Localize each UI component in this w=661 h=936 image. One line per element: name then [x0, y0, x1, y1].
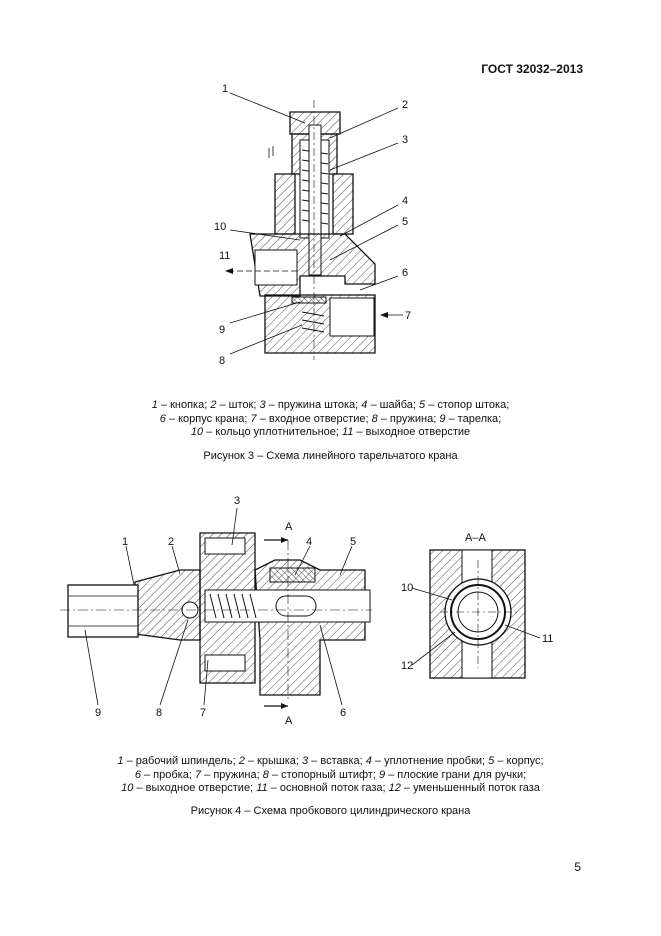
fig4-legend-line-1: 1 – рабочий шпиндель; 2 – крышка; 3 – вс…: [117, 755, 544, 767]
fig4-callout-8: 8: [156, 707, 162, 719]
fig3-legend-line-1: 1 – кнопка; 2 – шток; 3 – пружина штока;…: [151, 399, 510, 411]
fig3-legend-line-3: 10 – кольцо уплотнительное; 11 – выходно…: [190, 426, 471, 438]
fig3-callout-5: 5: [402, 216, 408, 228]
fig4-callout-1: 1: [122, 536, 128, 548]
fig3-callout-11: 11: [219, 250, 230, 262]
fig4-callout-12: 12: [401, 660, 413, 672]
standard-code: ГОСТ 32032–2013: [481, 62, 583, 76]
figure-4-section-drawing: А–А 10 11 12: [401, 532, 553, 679]
fig3-callout-10: 10: [214, 221, 226, 233]
fig3-callout-7: 7: [405, 310, 411, 322]
figure-3-title: Рисунок 3 – Схема линейного тарельчатого…: [203, 450, 458, 462]
fig4-callout-5: 5: [350, 536, 356, 548]
figure-4-drawing: 1 2 3 4 5 6 7 8 9 А А: [60, 495, 372, 727]
fig4-section-mark-top: А: [285, 521, 293, 533]
fig4-callout-2: 2: [168, 536, 174, 548]
fig3-callout-4: 4: [402, 195, 408, 207]
fig4-callout-9: 9: [95, 707, 101, 719]
page-number: 5: [574, 860, 581, 874]
fig3-callout-9: 9: [219, 324, 225, 336]
fig4-section-mark-bottom: А: [285, 715, 293, 727]
figure-4-legend: 1 – рабочий шпиндель; 2 – крышка; 3 – вс…: [0, 755, 661, 796]
fig4-section-title: А–А: [465, 532, 486, 544]
fig4-callout-7: 7: [200, 707, 206, 719]
fig4-callout-6: 6: [340, 707, 346, 719]
figure-4-title: Рисунок 4 – Схема пробкового цилиндричес…: [190, 805, 471, 817]
fig3-callout-8: 8: [219, 355, 225, 367]
fig3-callout-2: 2: [402, 99, 408, 111]
fig4-callout-4: 4: [306, 536, 312, 548]
fig4-legend-line-3: 10 – выходное отверстие; 11 – основной п…: [121, 782, 540, 794]
figure-3-drawing: 1 2 3 4 5 6 7 8 9 10 11: [214, 83, 411, 367]
fig4-callout-3: 3: [234, 495, 240, 507]
figure-3-legend: 1 – кнопка; 2 – шток; 3 – пружина штока;…: [0, 399, 661, 440]
fig3-callout-3: 3: [402, 134, 408, 146]
fig4-callout-10: 10: [401, 582, 413, 594]
fig3-legend-line-2: 6 – корпус крана; 7 – входное отверстие;…: [159, 412, 502, 425]
fig4-callout-11: 11: [542, 633, 553, 645]
fig4-legend-line-2: 6 – пробка; 7 – пружина; 8 – стопорный ш…: [134, 768, 527, 781]
fig3-callout-6: 6: [402, 267, 408, 279]
fig3-callout-1: 1: [222, 83, 228, 95]
